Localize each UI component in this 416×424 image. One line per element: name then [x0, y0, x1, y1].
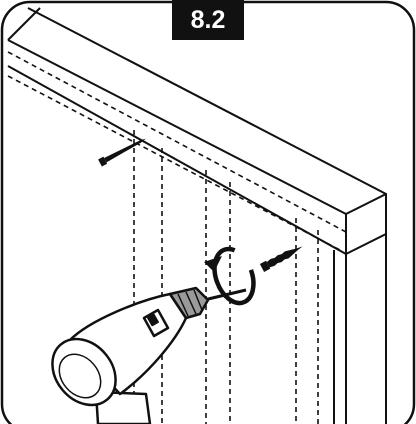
step-number-label: 8.2 [190, 5, 226, 34]
drill-bit [203, 288, 247, 302]
step-number-badge: 8.2 [172, 0, 244, 40]
power-drill-icon [51, 286, 210, 424]
screw-icon [259, 246, 303, 272]
clockwise-rotation-arrow-icon [204, 246, 256, 306]
cabinet-top-panel [7, 7, 387, 424]
screw-icon [98, 138, 146, 167]
